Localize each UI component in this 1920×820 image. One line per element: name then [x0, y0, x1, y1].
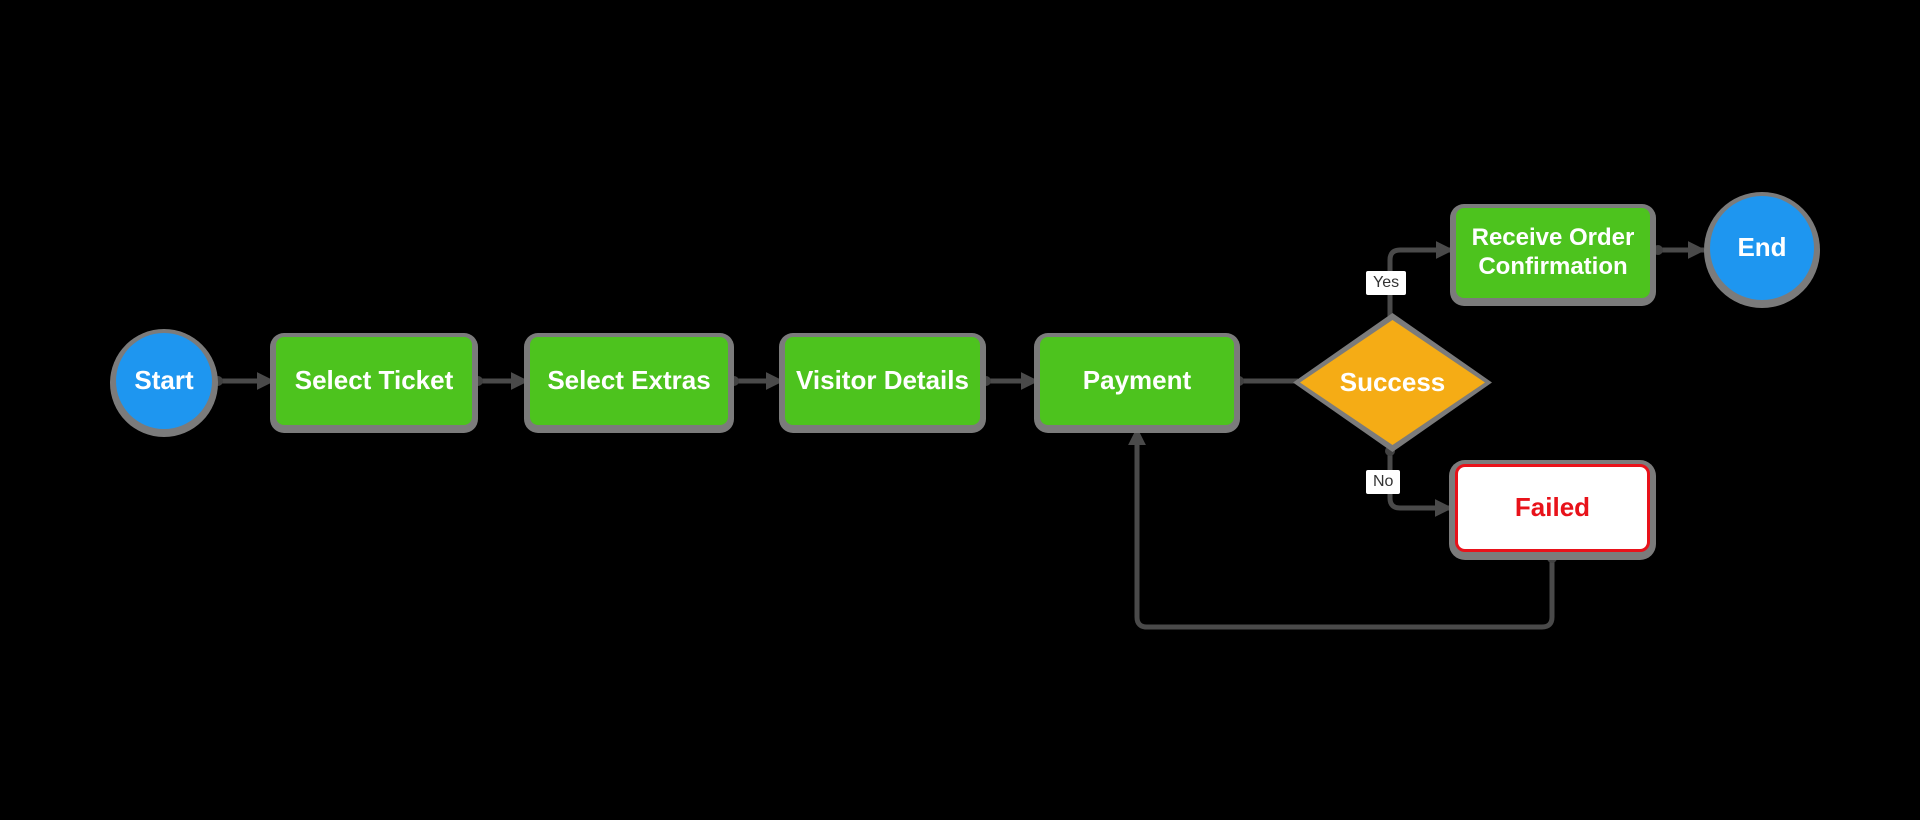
node-payment: Payment [1040, 337, 1234, 425]
node-visitor-details-label: Visitor Details [796, 365, 969, 396]
edge-success-to-receive-order-confirmation-yes [1387, 241, 1454, 324]
edge-dot [1653, 245, 1663, 255]
node-select-ticket-label: Select Ticket [294, 365, 454, 396]
node-visitor-details: Visitor Details [785, 337, 980, 425]
node-failed-label: Failed [1514, 492, 1591, 523]
edge-dot [213, 376, 223, 386]
node-success-label: Success [1339, 367, 1446, 397]
edge-failed-to-payment-loop [1128, 427, 1555, 630]
node-payment-label: Payment [1082, 365, 1192, 396]
edge-dot [1234, 376, 1244, 386]
edge-dot [729, 376, 739, 386]
edge-dot [473, 376, 483, 386]
edge-label-yes: Yes [1366, 271, 1407, 295]
edge-dot [981, 376, 991, 386]
node-select-extras: Select Extras [530, 337, 728, 425]
node-start-label: Start [134, 365, 194, 396]
edge-success-to-failed-no [1387, 449, 1453, 517]
node-receive-order-confirmation: Receive Order Confirmation [1456, 208, 1650, 298]
node-end-label: End [1737, 232, 1787, 263]
node-failed: Failed [1455, 464, 1650, 552]
node-success: Success [1293, 313, 1492, 452]
node-select-ticket: Select Ticket [276, 337, 472, 425]
node-select-extras-label: Select Extras [547, 365, 711, 396]
edge-dot [1547, 553, 1557, 563]
node-end: End [1710, 196, 1814, 300]
edge-label-no: No [1366, 470, 1401, 494]
node-start: Start [116, 333, 212, 429]
node-receive-order-confirmation-label: Receive Order Confirmation [1471, 224, 1635, 280]
